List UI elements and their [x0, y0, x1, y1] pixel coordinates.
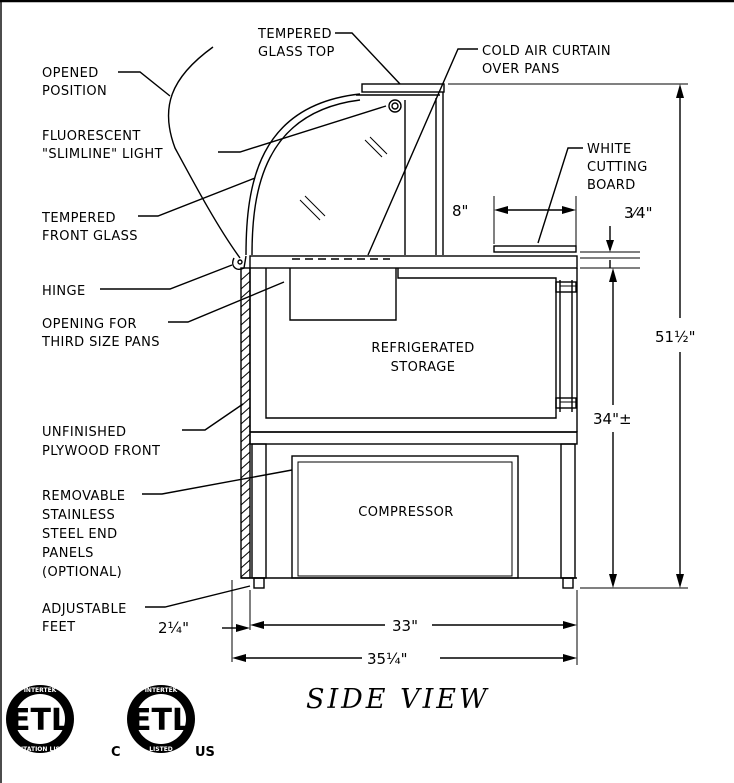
svg-text:WHITE: WHITE [587, 142, 632, 157]
svg-text:STEEL END: STEEL END [42, 527, 118, 542]
svg-text:STORAGE: STORAGE [391, 360, 456, 375]
svg-text:34"±: 34"± [593, 410, 632, 428]
svg-text:OVER PANS: OVER PANS [482, 62, 560, 77]
svg-text:35¼": 35¼" [367, 650, 408, 668]
svg-text:COLD AIR CURTAIN: COLD AIR CURTAIN [482, 44, 611, 59]
svg-text:UNFINISHED: UNFINISHED [42, 425, 126, 440]
label-opened-position: OPENED POSITION [42, 66, 171, 99]
svg-text:ETL: ETL [131, 703, 191, 738]
svg-text:ADJUSTABLE: ADJUSTABLE [42, 602, 127, 617]
cabinet-body [249, 245, 578, 433]
label-hinge: HINGE [42, 264, 233, 299]
svg-text:STAINLESS: STAINLESS [42, 508, 115, 523]
svg-text:US: US [195, 745, 215, 760]
open-lid [167, 46, 241, 259]
svg-text:TEMPERED: TEMPERED [257, 27, 332, 42]
svg-text:HINGE: HINGE [42, 284, 86, 299]
dimension-foot-inset: 2¼" [158, 580, 251, 662]
svg-text:OPENED: OPENED [42, 66, 99, 81]
svg-text:ETL: ETL [10, 703, 70, 738]
label-tempered-front-glass: TEMPERED FRONT GLASS [41, 177, 256, 244]
label-compressor: COMPRESSOR [358, 505, 453, 520]
svg-text:8": 8" [452, 202, 468, 220]
svg-text:FRONT GLASS: FRONT GLASS [42, 229, 138, 244]
drawing-title: SIDE VIEW [306, 684, 490, 715]
label-tempered-glass-top: TEMPERED GLASS TOP [257, 27, 401, 85]
svg-text:LISTED: LISTED [149, 746, 173, 753]
svg-text:INTERTEK: INTERTEK [145, 687, 178, 694]
dimension-overall-height: 51½" [448, 83, 696, 589]
dimension-cabinet-width: 33" [250, 590, 578, 665]
compressor-base [241, 431, 578, 589]
svg-text:INTERTEK: INTERTEK [24, 687, 57, 694]
svg-text:33": 33" [392, 617, 418, 635]
label-cold-air-curtain: COLD AIR CURTAIN OVER PANS [367, 44, 611, 256]
dimension-board-thickness: 3⁄4" [580, 204, 653, 268]
label-adjustable-feet: ADJUSTABLE FEET [42, 585, 251, 635]
etl-listed-c-us-seal: ETL INTERTEK LISTED C US [111, 685, 215, 760]
svg-text:FLUORESCENT: FLUORESCENT [42, 129, 141, 144]
etl-sanitation-seal: ETL INTERTEK SANITATION LISTED [6, 685, 74, 753]
label-end-panels: REMOVABLE STAINLESS STEEL END PANELS (OP… [42, 469, 293, 580]
svg-text:REFRIGERATED: REFRIGERATED [371, 341, 474, 356]
plywood-front-panel [240, 267, 251, 579]
svg-text:2¼": 2¼" [158, 619, 189, 637]
svg-text:THIRD SIZE PANS: THIRD SIZE PANS [41, 335, 160, 350]
svg-text:PLYWOOD FRONT: PLYWOOD FRONT [42, 444, 160, 459]
svg-text:SANITATION LISTED: SANITATION LISTED [7, 746, 73, 753]
svg-text:OPENING FOR: OPENING FOR [42, 317, 137, 332]
svg-text:BOARD: BOARD [587, 178, 636, 193]
label-refrigerated-storage: REFRIGERATED STORAGE [371, 341, 474, 375]
dimension-cutting-board-offset: 8" [452, 196, 577, 248]
label-plywood-front: UNFINISHED PLYWOOD FRONT [42, 403, 244, 459]
svg-text:GLASS TOP: GLASS TOP [258, 45, 335, 60]
dimension-overall-width: 35¼" [232, 650, 577, 668]
svg-text:51½": 51½" [655, 328, 696, 346]
svg-text:COMPRESSOR: COMPRESSOR [358, 505, 453, 520]
label-white-cutting-board: WHITE CUTTING BOARD [537, 142, 648, 244]
svg-text:3⁄4": 3⁄4" [624, 204, 653, 222]
svg-text:REMOVABLE: REMOVABLE [42, 489, 125, 504]
svg-text:PANELS: PANELS [42, 546, 94, 561]
svg-text:"SLIMLINE" LIGHT: "SLIMLINE" LIGHT [42, 147, 163, 162]
label-fluorescent-light: FLUORESCENT "SLIMLINE" LIGHT [42, 105, 387, 162]
dimension-counter-height: 34"± [580, 267, 640, 588]
svg-text:FEET: FEET [42, 620, 75, 635]
svg-text:(OPTIONAL): (OPTIONAL) [42, 565, 122, 580]
label-opening-pans: OPENING FOR THIRD SIZE PANS [41, 281, 285, 350]
svg-text:C: C [111, 745, 121, 760]
sneeze-guard [245, 83, 445, 256]
svg-text:TEMPERED: TEMPERED [41, 211, 116, 226]
svg-text:CUTTING: CUTTING [587, 160, 648, 175]
svg-text:POSITION: POSITION [42, 84, 107, 99]
